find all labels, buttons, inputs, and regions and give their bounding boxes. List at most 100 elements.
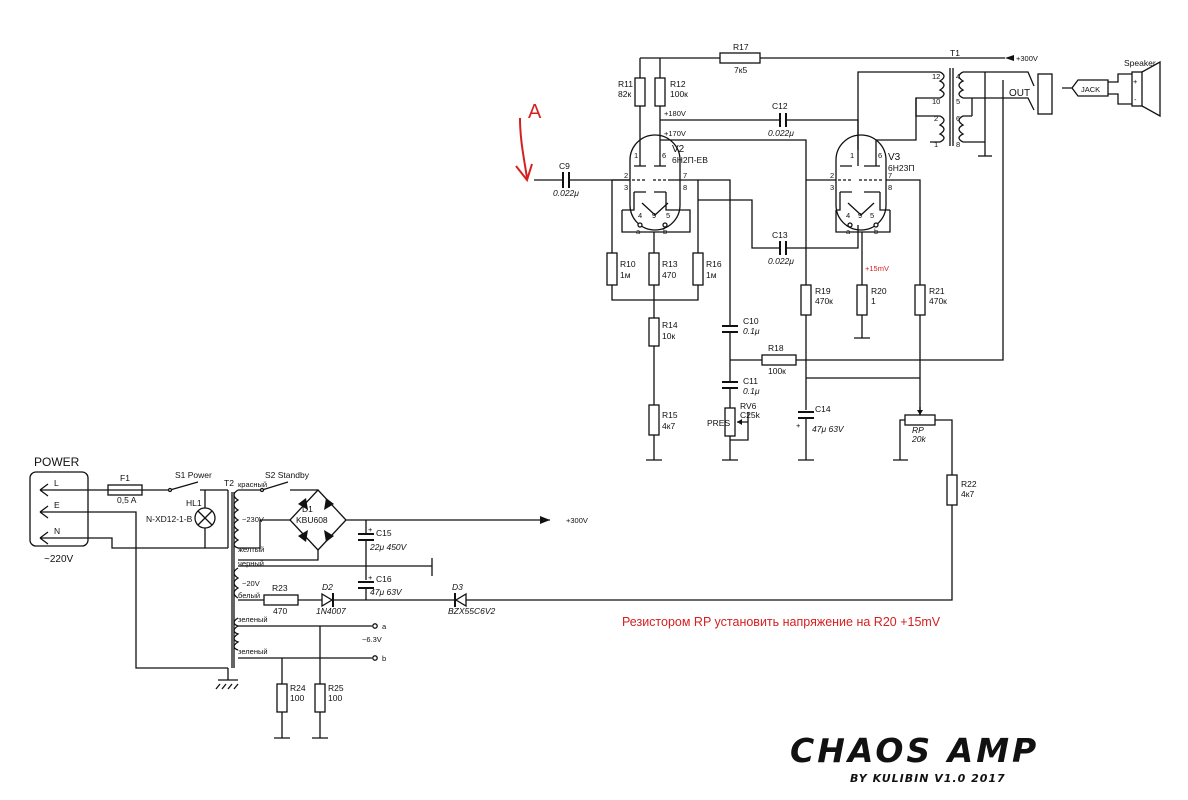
r10-value: 1м [620, 270, 631, 280]
v3-pin-7: 7 [888, 171, 892, 180]
jack-label: JACK [1081, 85, 1100, 94]
winding-230v: ~230V [242, 515, 264, 524]
r12-ref: R12 [670, 79, 686, 89]
v2-pin-1: 1 [634, 151, 638, 160]
v2-type: 6Н2П-ЕВ [672, 155, 708, 165]
f1-ref: F1 [120, 473, 130, 483]
heater-b: b [382, 654, 386, 663]
power-voltage: ~220V [44, 554, 74, 565]
c9-value: 0.022μ [553, 188, 579, 198]
c15-plus: + [368, 525, 373, 534]
v3-pin-a: a [846, 227, 851, 236]
r13-value: 470 [662, 270, 676, 280]
rv6-label: PRES [707, 418, 730, 428]
switch-s2: S2 Standby [238, 470, 318, 493]
v3-pin-b: b [874, 227, 878, 236]
v2-pin-5: 5 [666, 211, 670, 220]
winding-20v: ~20V [242, 579, 260, 588]
v2-pin-b: b [663, 227, 667, 236]
r10-ref: R10 [620, 259, 636, 269]
winding-black: черный [238, 559, 264, 568]
v3-pin-8: 8 [888, 183, 892, 192]
v2-ref: V2 [672, 144, 685, 155]
r25-value: 100 [328, 693, 342, 703]
heater-a: a [382, 622, 387, 631]
trimmer-rp: RP 20k [893, 407, 953, 475]
hl1-ref: HL1 [186, 498, 202, 508]
r15-ref: R15 [662, 410, 678, 420]
rv6-value: C25k [740, 410, 761, 420]
lamp-hl1: HL1 N-XD12-1-B [146, 490, 228, 549]
transformer-t2: T2 красный ~230V желтый черный ~20V белы… [215, 478, 268, 690]
c10-ref: C10 [743, 316, 759, 326]
resistor-r10: R10 1м [606, 252, 699, 301]
adjustment-instruction: Резистором RP установить напряжение на R… [622, 615, 941, 629]
capacitor-c13: C13 0.022μ [698, 199, 859, 266]
speaker-minus: - [1134, 95, 1137, 104]
c11-ref: C11 [743, 376, 758, 386]
out-label: OUT [1009, 88, 1030, 99]
v2-pin-6: 6 [662, 151, 666, 160]
r21-ref: R21 [929, 286, 945, 296]
c16-value: 47μ 63V [370, 587, 403, 597]
heater-63v: ~6.3V [362, 635, 382, 644]
r17-ref: R17 [733, 42, 749, 52]
v3-pin-1: 1 [850, 151, 854, 160]
r16-ref: R16 [706, 259, 722, 269]
capacitor-c14: + C14 47μ 63V [796, 404, 845, 461]
capacitor-c15: + C15 22μ 450V [358, 520, 408, 580]
r11-ref: R11 [618, 79, 633, 89]
resistor-r19: R19 470к [800, 284, 833, 410]
diode-d3: D3 BZX55C6V2 [448, 582, 496, 616]
capacitor-c10: C10 0.1μ [722, 316, 760, 382]
v3-pin-6: 6 [878, 151, 882, 160]
t1-pin-6: 6 [956, 114, 960, 123]
resistor-r16: R16 1м [692, 252, 722, 286]
v3-pin-2: 2 [830, 171, 834, 180]
resistor-r17: R17 7к5 [719, 42, 761, 75]
resistor-r23: R23 470 [238, 583, 466, 616]
r20-ref: R20 [871, 286, 887, 296]
resistor-r21: R21 470к [914, 284, 947, 415]
power-inlet: POWER L E N ~220V [29, 455, 89, 565]
d1-value: KBU608 [296, 515, 328, 525]
resistor-r11: R11 82к [618, 77, 646, 150]
c15-value: 22μ 450V [369, 542, 408, 552]
r18-value: 100к [768, 366, 786, 376]
c16-ref: C16 [376, 574, 392, 584]
v3-ref: V3 [888, 152, 901, 163]
fuse-f1: F1 0,5 A [88, 473, 170, 505]
speaker-plus: + [1133, 77, 1138, 86]
r19-value: 470к [815, 296, 833, 306]
diode-d2: D2 1N4007 [316, 582, 346, 616]
speaker-label: Speaker [1124, 58, 1156, 68]
r23-ref: R23 [272, 583, 288, 593]
hl1-value: N-XD12-1-B [146, 514, 193, 524]
c11-value: 0.1μ [743, 386, 760, 396]
t2-ref: T2 [224, 478, 234, 488]
c12-value: 0.022μ [768, 128, 794, 138]
c16-plus: + [368, 573, 373, 582]
s1-ref: S1 Power [175, 470, 212, 480]
t1-pin-1: 1 [934, 140, 938, 149]
winding-green-2: зеленый [238, 647, 268, 656]
c12-ref: C12 [772, 101, 788, 111]
d2-ref: D2 [322, 582, 333, 592]
t1-pin-2: 2 [934, 114, 938, 123]
net-label-180v: +180V [664, 109, 686, 118]
v3-type: 6Н23П [888, 163, 914, 173]
input-marker-letter: A [528, 101, 542, 123]
c14-value: 47μ 63V [812, 424, 845, 434]
title-block: CHAOS AMP BY KULIBIN V1.0 2017 [790, 731, 1036, 785]
v2-pin-9: 9 [652, 211, 656, 220]
r11-value: 82к [618, 89, 631, 99]
r17-value: 7к5 [734, 65, 747, 75]
c13-value: 0.022μ [768, 256, 794, 266]
d1-ref: D1 [302, 504, 313, 514]
resistor-r25: R25 100 [312, 683, 344, 739]
v2-pin-2: 2 [624, 171, 628, 180]
d3-value: BZX55C6V2 [448, 606, 496, 616]
c14-ref: C14 [815, 404, 831, 414]
t1-pin-10: 10 [932, 97, 940, 106]
